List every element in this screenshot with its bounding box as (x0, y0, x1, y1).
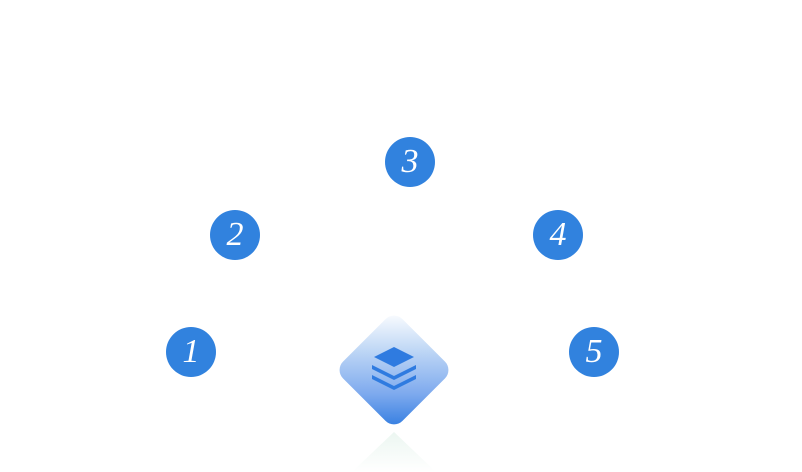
step-node-4: 4 (533, 210, 583, 260)
step-node-3: 3 (385, 137, 435, 187)
step-node-2: 2 (210, 210, 260, 260)
step-node-1: 1 (166, 327, 216, 377)
layers-icon (372, 347, 416, 390)
diamond-reflection (352, 432, 436, 472)
step-node-5: 5 (569, 327, 619, 377)
